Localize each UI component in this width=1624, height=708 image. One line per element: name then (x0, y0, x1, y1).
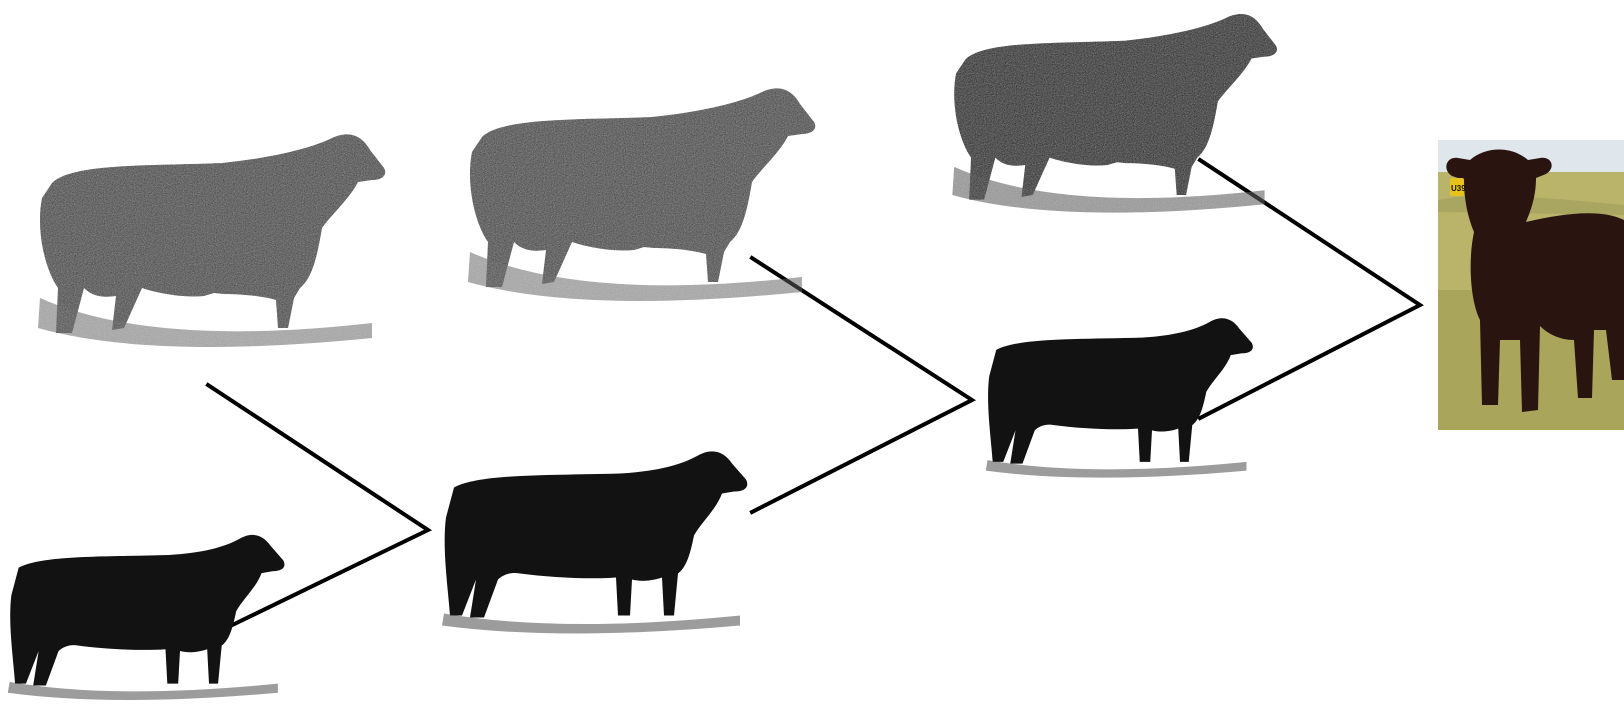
offspring-photo: U39 (1438, 140, 1624, 430)
animal-gen2-sire (468, 88, 815, 301)
ear-tag-label: U39 (1451, 184, 1466, 193)
pedigree-connectors (208, 160, 1420, 630)
animal-gen3-dam (8, 535, 285, 700)
connector-gen2-to-gen1dam (752, 258, 972, 512)
animal-gen1-dam (986, 318, 1253, 477)
animal-gen3-sire (38, 134, 385, 347)
animal-gen2-dam (442, 451, 747, 633)
animal-gen1-sire (952, 14, 1277, 213)
